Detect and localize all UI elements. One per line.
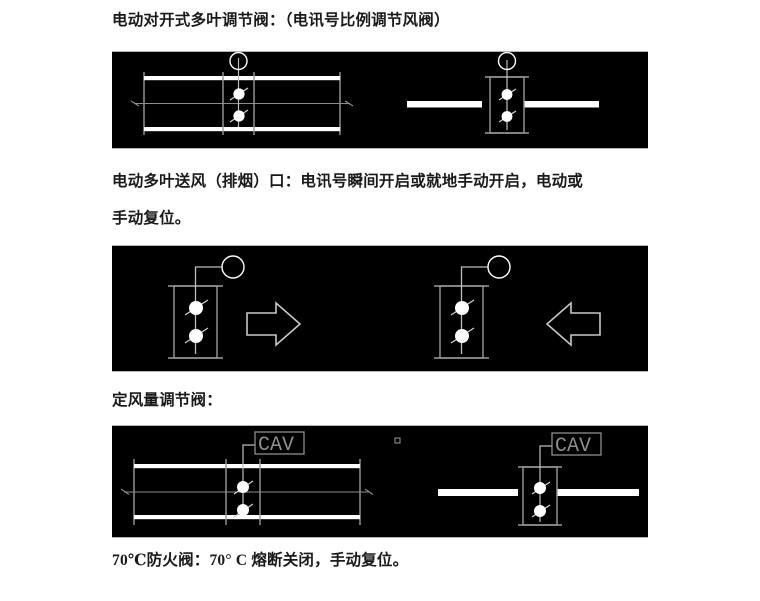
blade-pivot-lower <box>455 329 469 343</box>
figure-constant-air-volume-damper: CAV CAV <box>112 425 648 538</box>
damper-blade-lower <box>233 503 254 518</box>
center-line-tick-right <box>344 100 354 107</box>
duct-wall-bottom <box>134 515 360 520</box>
stray-marker-square <box>394 437 401 444</box>
damper-with-right-arrow <box>168 255 302 359</box>
figure-canvas <box>112 52 648 148</box>
cav-tag-leader-line <box>539 445 552 522</box>
pipe-right-segment <box>524 101 599 108</box>
damper-blade-upper <box>233 480 254 495</box>
blade-pivot-lower <box>189 329 203 343</box>
duct-wall-top <box>144 76 340 81</box>
blade-pivot-upper <box>233 88 245 100</box>
duct-wall-top <box>134 464 360 469</box>
cav-tag-box <box>254 431 305 455</box>
circle-actuator-icon <box>221 255 245 279</box>
center-line-tick-left <box>120 488 130 495</box>
actuator-stem <box>460 266 488 354</box>
pipe-left-segment <box>438 489 518 496</box>
duct-section-view-1 <box>130 52 354 135</box>
arrow-right-icon <box>246 301 302 347</box>
figure-motorized-multiblade-outlet <box>112 245 648 372</box>
damper-blade-upper <box>229 87 249 101</box>
caption-motorized-multiblade-outlet-line2: 手动复位。 <box>112 210 191 227</box>
blade-pivot-upper <box>501 89 513 100</box>
cav-tag-box <box>551 432 602 456</box>
damper-symbol-diagram-2 <box>112 246 648 371</box>
pipe-inline-view-cav: CAV <box>438 432 639 526</box>
damper-blade-lower <box>184 327 209 344</box>
duct-wall-bottom <box>144 127 340 132</box>
damper-with-left-arrow <box>434 255 601 359</box>
center-line-tick-right <box>364 488 374 495</box>
caption-constant-air-volume-damper: 定风量调节阀： <box>112 392 222 409</box>
blade-pivot-upper <box>534 482 546 494</box>
blade-pivot-upper <box>189 301 203 315</box>
circle-actuator-icon <box>497 52 517 71</box>
caption-fire-damper-70c: 70℃防火阀：70° C 熔断关闭，手动复位。 <box>112 552 409 569</box>
damper-blade-lower <box>531 504 551 518</box>
damper-blade-upper <box>498 88 517 101</box>
damper-blade-upper <box>450 299 475 316</box>
damper-blade-lower <box>229 109 249 123</box>
blade-pivot-upper <box>455 301 469 315</box>
duct-section-view-cav: CAV <box>120 431 374 525</box>
cav-tag-label: CAV <box>555 435 591 458</box>
pipe-left-segment <box>407 101 482 108</box>
arrow-left-icon <box>545 301 601 347</box>
actuator-stem <box>194 266 222 354</box>
figure-motorized-opposed-blade-damper <box>112 51 648 149</box>
damper-blade-lower <box>498 110 517 123</box>
cav-tag-label: CAV <box>258 434 294 457</box>
blade-pivot-lower <box>534 505 546 517</box>
circle-actuator-icon <box>229 52 248 71</box>
blade-pivot-lower <box>501 111 513 122</box>
blade-pivot-lower <box>237 504 249 516</box>
center-line-tick-left <box>130 100 140 107</box>
damper-blade-upper <box>531 481 551 495</box>
blade-pivot-upper <box>237 481 249 493</box>
damper-symbol-diagram-3: CAV CAV <box>112 426 648 537</box>
pipe-inline-view-1 <box>407 52 599 134</box>
caption-motorized-multiblade-outlet-line1: 电动多叶送风（排烟）口：电讯号瞬间开启或就地手动开启，电动或 <box>112 173 584 190</box>
damper-symbol-diagram-1 <box>112 52 648 148</box>
circle-actuator-icon <box>487 255 511 279</box>
damper-blade-lower <box>450 327 475 344</box>
damper-blade-upper <box>184 299 209 316</box>
blade-pivot-lower <box>233 110 245 122</box>
caption-motorized-opposed-blade-damper: 电动对开式多叶调节阀：（电讯号比例调节风阀） <box>112 12 450 29</box>
pipe-right-segment <box>557 489 639 496</box>
